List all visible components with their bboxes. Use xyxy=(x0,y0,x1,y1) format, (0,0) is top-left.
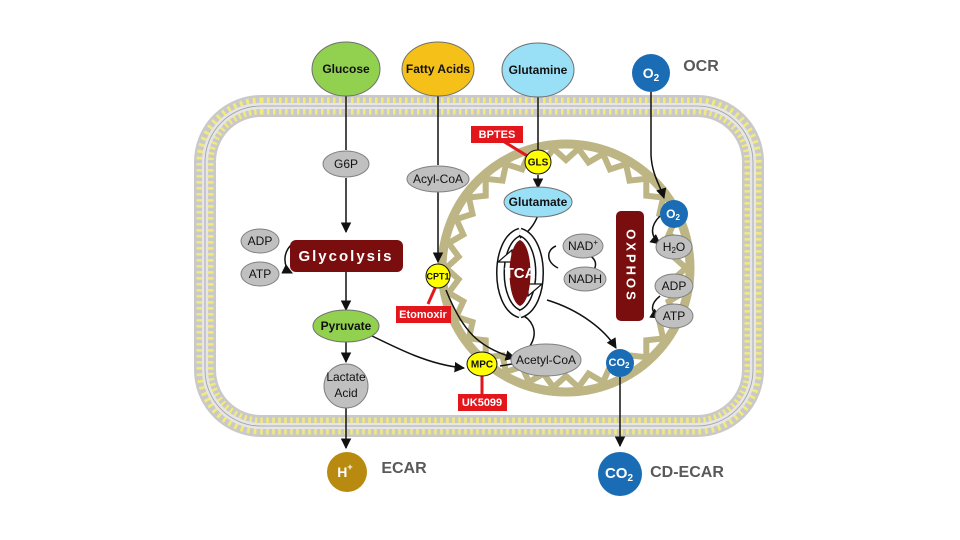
svg-text:NADH: NADH xyxy=(568,272,602,286)
arrow-cpt1-acetyl-coa xyxy=(445,289,517,361)
svg-text:Etomoxir: Etomoxir xyxy=(399,309,447,321)
atp-cyto-node: ATP xyxy=(240,261,280,287)
svg-text:NAD+: NAD+ xyxy=(568,238,598,253)
ocr-label: OCR xyxy=(683,58,719,75)
svg-text:Glycolysis: Glycolysis xyxy=(298,248,393,265)
svg-text:Acetyl-CoA: Acetyl-CoA xyxy=(516,353,576,367)
glutamate-node: Glutamate xyxy=(503,186,573,218)
glutamine-label: Glutamine xyxy=(509,63,568,77)
svg-text:CO2: CO2 xyxy=(605,465,634,484)
svg-text:ATP: ATP xyxy=(663,309,685,323)
oxygen-node: O2 OCR xyxy=(632,54,719,92)
svg-text:ATP: ATP xyxy=(249,267,271,281)
svg-text:OXPHOS: OXPHOS xyxy=(624,229,639,303)
bptes-inhibitor: BPTES xyxy=(471,126,523,143)
pyruvate-node: Pyruvate xyxy=(312,309,380,343)
svg-text:Acid: Acid xyxy=(334,386,357,400)
cell-membrane xyxy=(194,95,764,437)
fatty-acids-node: Fatty Acids xyxy=(401,41,475,97)
lactate-node: Lactate Acid xyxy=(323,363,369,409)
svg-text:GLS: GLS xyxy=(528,158,549,169)
arrow-tca-nad-link xyxy=(548,245,559,269)
oxphos-box: OXPHOS xyxy=(616,211,644,321)
adp-cyto-node: ADP xyxy=(240,228,280,254)
acyl-coa-node: Acyl-CoA xyxy=(406,165,470,193)
arrow-mpc-acetyl-coa xyxy=(499,363,513,367)
co2-mito-node: CO2 xyxy=(606,349,634,377)
co2-out-node: CO2 CD-ECAR xyxy=(598,452,724,496)
svg-text:Lactate: Lactate xyxy=(326,370,366,384)
atp-mito-node: ATP xyxy=(654,303,694,329)
svg-text:O2: O2 xyxy=(666,207,680,222)
svg-text:UK5099: UK5099 xyxy=(462,397,502,409)
adp-mito-node: ADP xyxy=(654,273,694,299)
nadh-node: NADH xyxy=(563,266,607,292)
svg-text:BPTES: BPTES xyxy=(479,129,516,141)
svg-text:CPT1: CPT1 xyxy=(426,271,449,281)
glutamine-node: Glutamine xyxy=(501,42,575,98)
svg-text:ADP: ADP xyxy=(662,279,687,293)
svg-text:ADP: ADP xyxy=(248,234,273,248)
g6p-node: G6P xyxy=(322,150,370,178)
svg-text:Pyruvate: Pyruvate xyxy=(321,319,372,333)
svg-text:CO2: CO2 xyxy=(609,357,631,370)
pathway-arrows xyxy=(281,92,667,450)
svg-text:Glutamate: Glutamate xyxy=(509,195,568,209)
tca-cycle: TCA xyxy=(496,227,544,319)
arrow-acetyl-coa-tca xyxy=(519,313,535,347)
svg-text:H+: H+ xyxy=(337,462,352,479)
arrow-pyruvate-mpc xyxy=(359,329,466,373)
svg-text:H2O: H2O xyxy=(663,240,685,255)
nad-node: NAD+ xyxy=(562,233,604,259)
svg-text:Acyl-CoA: Acyl-CoA xyxy=(413,172,463,186)
arrow-tca-co2 xyxy=(546,299,617,349)
h2o-node: H2O xyxy=(655,234,693,260)
uk5099-inhibitor: UK5099 xyxy=(458,394,507,411)
ecar-label: ECAR xyxy=(381,460,427,477)
acetyl-coa-node: Acetyl-CoA xyxy=(510,343,582,377)
cd-ecar-label: CD-ECAR xyxy=(650,464,724,481)
mpc-transporter: MPC xyxy=(466,351,498,377)
glycolysis-box: Glycolysis xyxy=(290,240,403,272)
svg-text:MPC: MPC xyxy=(471,360,493,371)
gls-transporter: GLS xyxy=(524,149,552,175)
proton-node: H+ ECAR xyxy=(327,452,427,492)
svg-text:O2: O2 xyxy=(643,65,660,84)
svg-text:TCA: TCA xyxy=(505,265,536,282)
glucose-node: Glucose xyxy=(311,41,381,97)
o2-mito-node: O2 xyxy=(660,200,688,228)
cpt1-transporter: CPT1 xyxy=(425,263,451,289)
glucose-label: Glucose xyxy=(322,62,370,76)
fatty-acids-label: Fatty Acids xyxy=(406,62,471,76)
arrow-oxygen-in xyxy=(650,92,667,200)
etomoxir-inhibitor: Etomoxir xyxy=(396,306,451,323)
svg-text:G6P: G6P xyxy=(334,157,358,171)
